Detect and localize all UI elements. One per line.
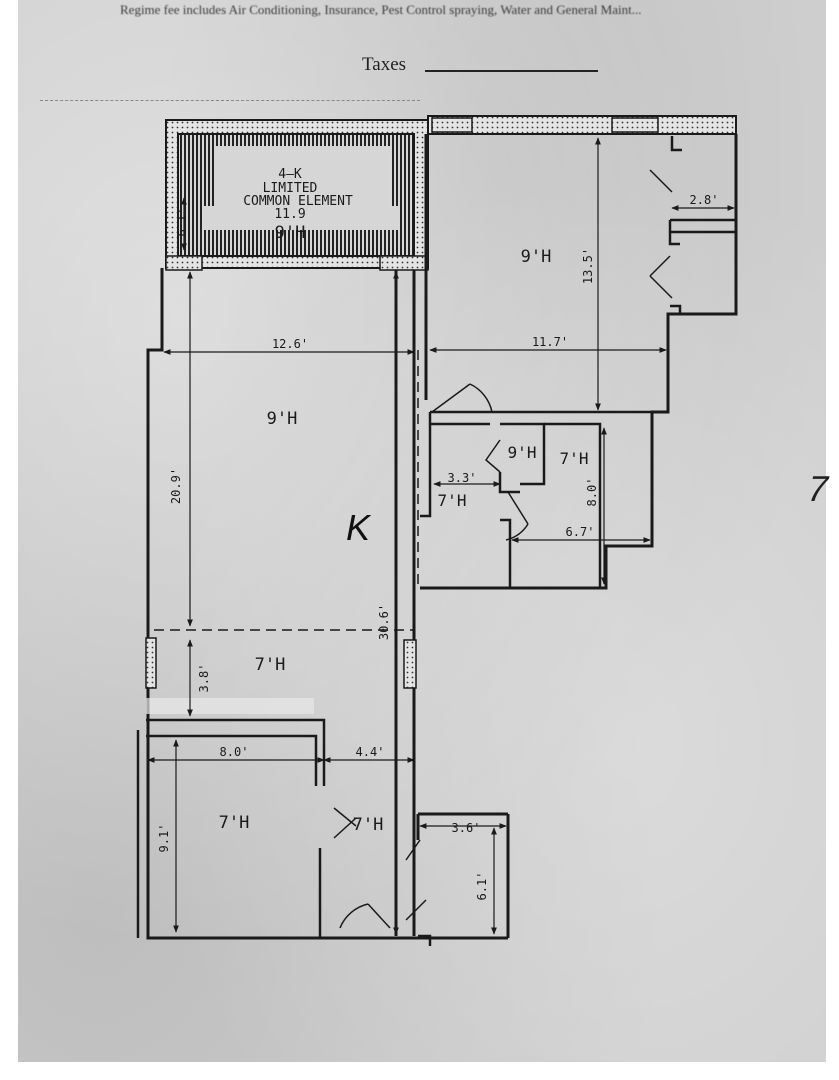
- dimension-lines: [147, 137, 735, 935]
- living-depth: 20.9': [169, 468, 183, 504]
- closet2-depth: 6.1': [475, 872, 489, 901]
- dining-depth: 3.8': [197, 664, 211, 693]
- window-1: [431, 117, 473, 133]
- bath2-width: 6.7': [566, 525, 595, 539]
- balcony: [165, 119, 429, 271]
- balcony-height: 9'H: [275, 223, 306, 243]
- bath2-depth: 8.0': [585, 478, 599, 507]
- bedroom-height: 9'H: [521, 247, 552, 267]
- bath2-height: 7'H: [560, 449, 589, 468]
- pilaster-right: [403, 639, 417, 689]
- interior-walls: [136, 136, 736, 946]
- pilaster-left: [145, 637, 157, 689]
- bedroom-top-wall: [427, 115, 737, 135]
- door-swings: [333, 169, 673, 929]
- balcony-depth: 6.1': [175, 208, 189, 237]
- bath-height: 9'H: [508, 443, 537, 462]
- foyer-width: 4.4': [356, 745, 385, 759]
- balcony-width: 11.9: [274, 207, 305, 222]
- dining-height: 7'H: [255, 655, 286, 675]
- balcony-line1: 4—K: [278, 167, 302, 182]
- kitchen-height: 7'H: [219, 813, 250, 833]
- balcony-line2: LIMITED: [263, 181, 318, 196]
- kitchen-width: 8.0': [220, 745, 249, 759]
- hall-width: 3.3': [448, 471, 477, 485]
- bedroom-depth: 13.5': [581, 248, 595, 284]
- overall-depth: 30.6': [377, 604, 391, 640]
- unit-label: K: [346, 507, 372, 548]
- dashed-rule: [40, 100, 420, 101]
- living-width: 12.6': [272, 337, 308, 351]
- hall-height: 7'H: [438, 491, 467, 510]
- foyer-height: 7'H: [353, 815, 384, 835]
- bedroom-width: 11.7': [532, 335, 568, 349]
- faded-strip: [146, 698, 314, 714]
- window-2: [611, 117, 659, 133]
- balcony-line3: COMMON ELEMENT: [243, 194, 353, 209]
- kitchen-depth: 9.1': [157, 824, 171, 853]
- closet-width: 2.8': [690, 193, 719, 207]
- dashed-separators: [154, 350, 419, 631]
- living-height: 9'H: [267, 409, 298, 429]
- header-fragment: Regime fee includes Air Conditioning, In…: [120, 2, 642, 17]
- closet2-width: 3.6': [452, 821, 481, 835]
- taxes-blank-line: [425, 70, 598, 72]
- taxes-label: Taxes: [362, 54, 407, 75]
